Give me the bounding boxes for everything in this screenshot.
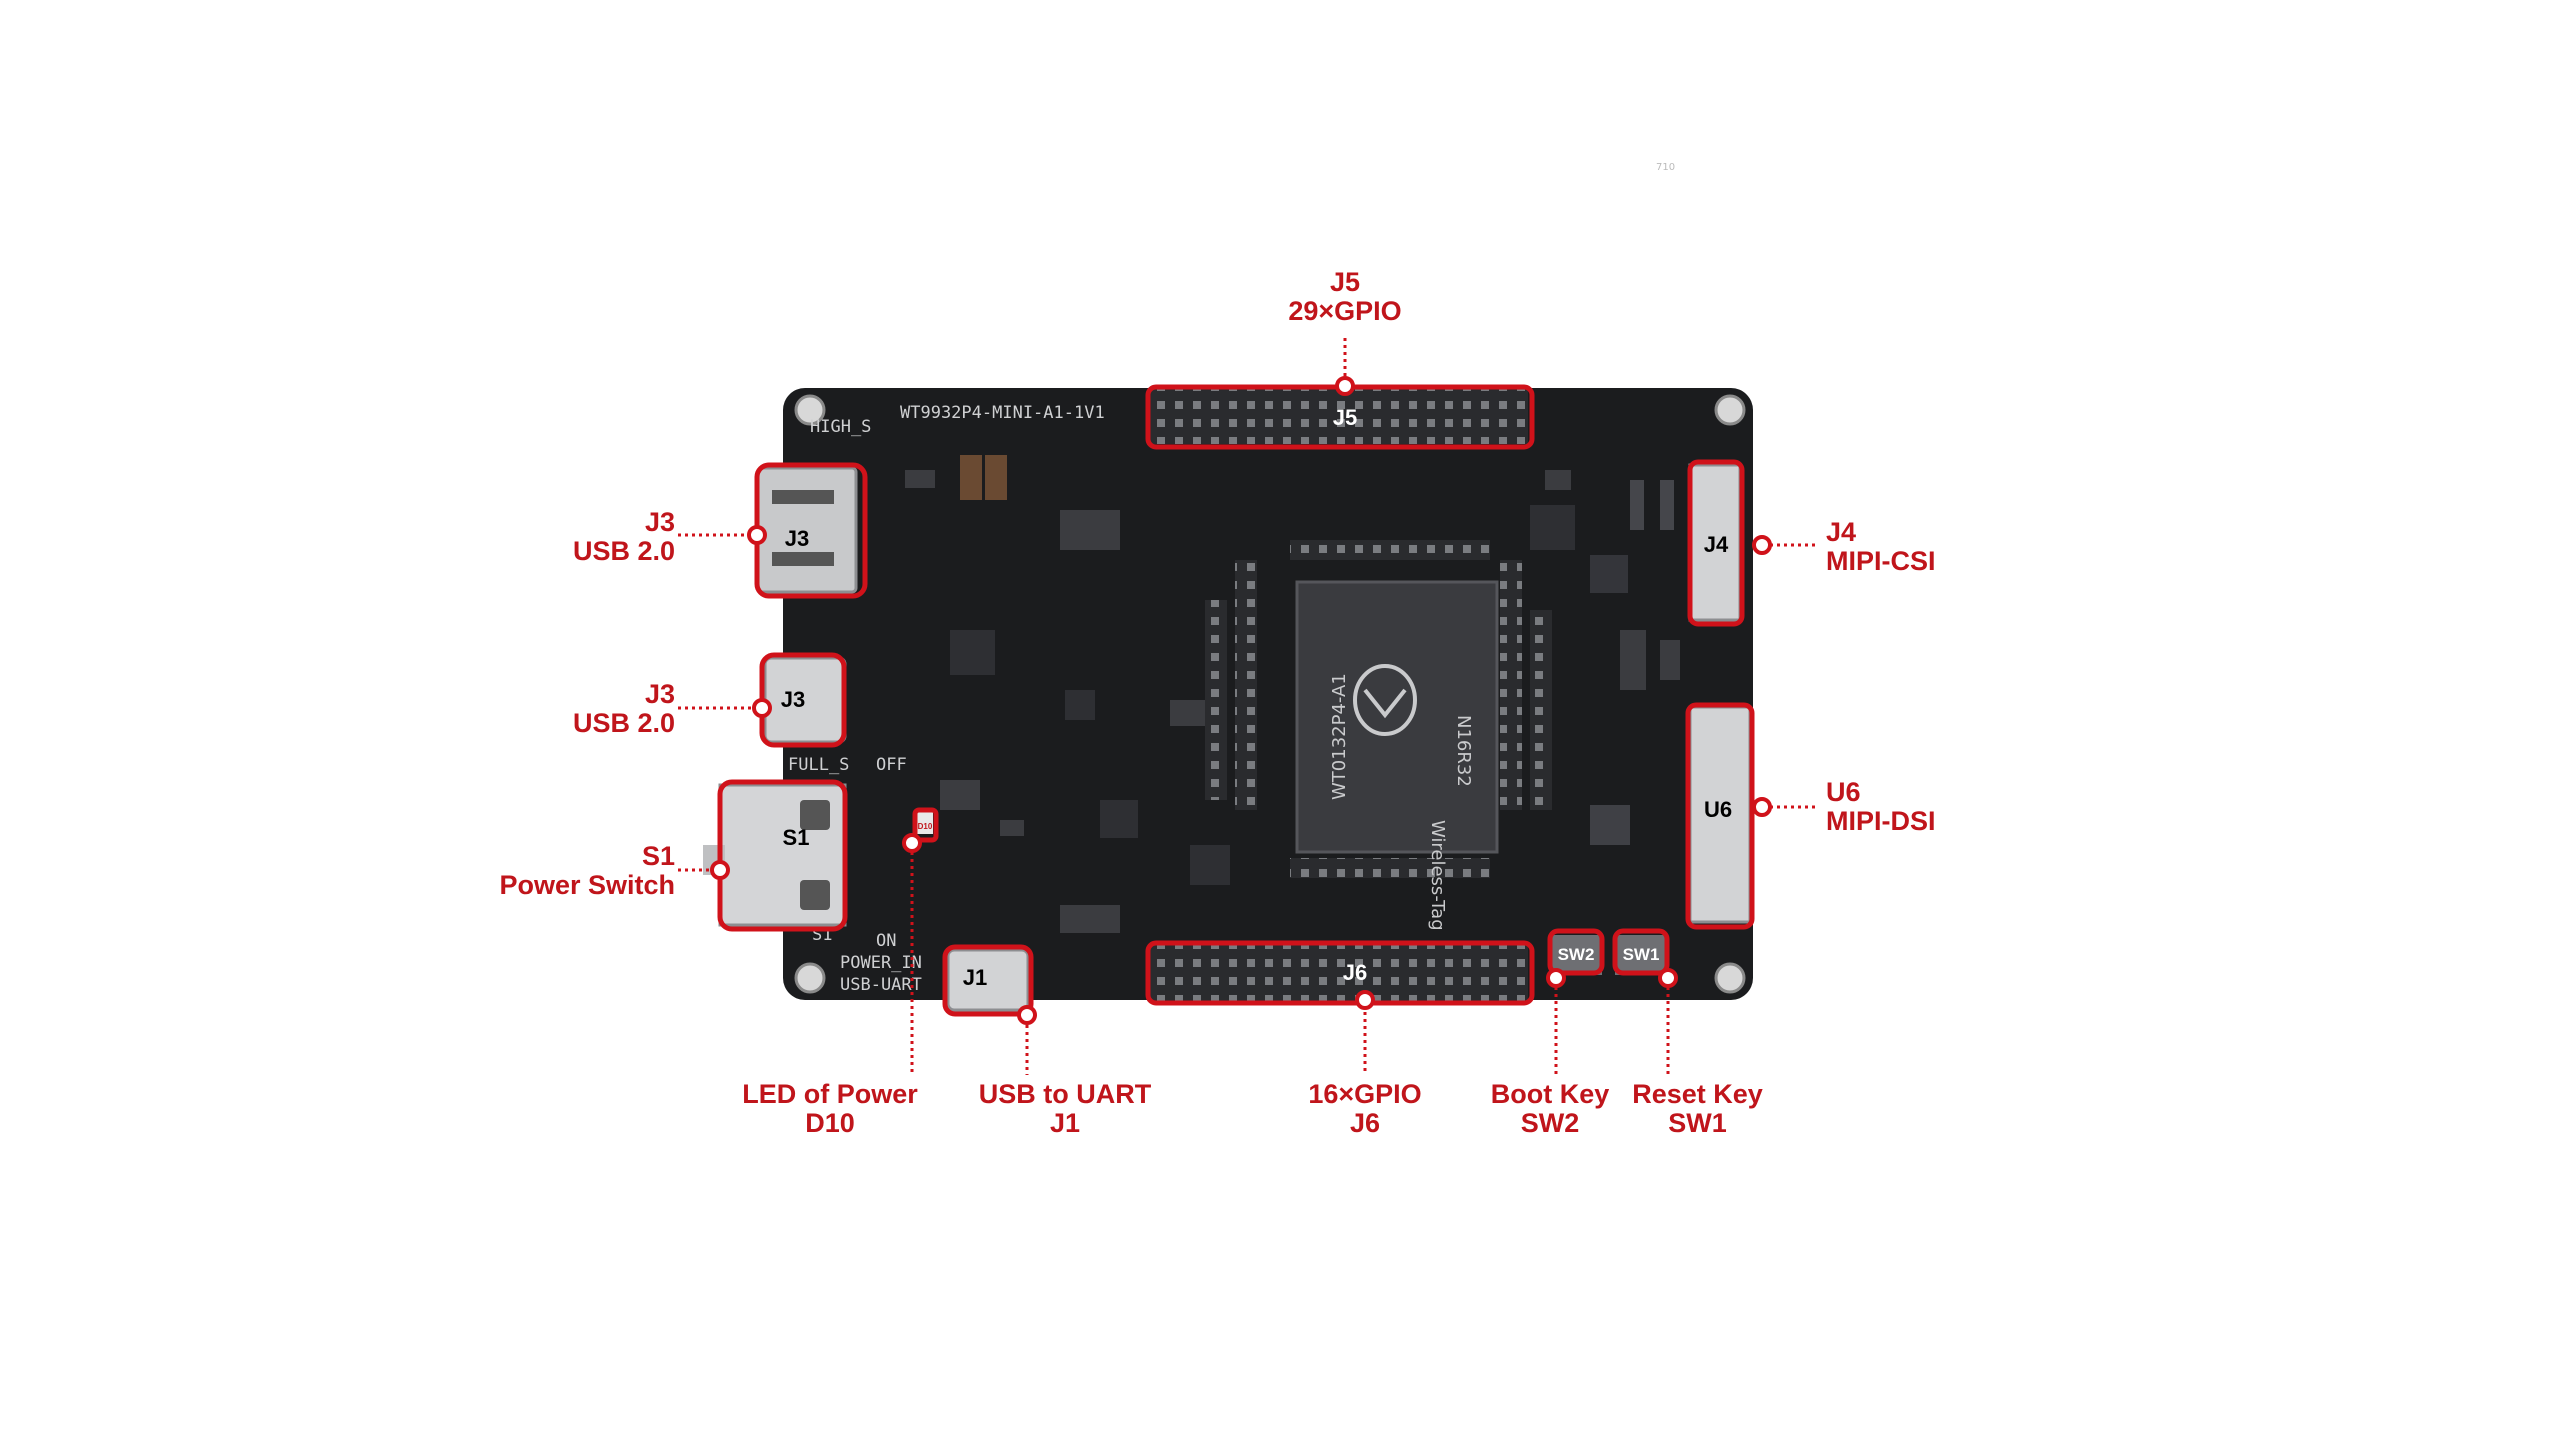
callout-dots bbox=[710, 376, 1772, 1025]
callout-sw1-desc: Reset Key bbox=[1632, 1079, 1763, 1109]
tiny-mark: 710 bbox=[1656, 162, 1675, 173]
callout-j4-id: J4 bbox=[1826, 517, 1857, 547]
callout-s1-desc: Power Switch bbox=[499, 870, 675, 900]
box-label-j6: J6 bbox=[1343, 960, 1367, 985]
callout-j5: J5 29×GPIO bbox=[1245, 268, 1445, 326]
silk-board-name: WT9932P4-MINI-A1-1V1 bbox=[900, 403, 1105, 423]
silk-full: FULL_S bbox=[788, 755, 849, 775]
j6-header-pins bbox=[1148, 945, 1528, 1001]
silk-high: HIGH_S bbox=[810, 417, 871, 437]
silk-usb-uart: USB-UART bbox=[840, 975, 922, 995]
callout-j3-bottom-id: J3 bbox=[644, 679, 675, 709]
callout-d10-id: D10 bbox=[805, 1108, 855, 1138]
callout-d10-desc: LED of Power bbox=[742, 1079, 918, 1109]
box-label-j4: J4 bbox=[1704, 532, 1729, 557]
callout-j3-top-desc: USB 2.0 bbox=[572, 536, 675, 566]
mounting-holes bbox=[794, 394, 1746, 994]
callout-j3-bottom-desc: USB 2.0 bbox=[572, 708, 675, 738]
chip-brand: Wireless-Tag bbox=[1427, 820, 1448, 931]
callout-j5-desc: 29×GPIO bbox=[1288, 296, 1402, 326]
callout-j1-desc: USB to UART bbox=[978, 1079, 1152, 1109]
silk-on: ON bbox=[876, 931, 896, 951]
smd-components bbox=[905, 455, 1680, 933]
callout-j6: 16×GPIO J6 bbox=[1260, 1080, 1470, 1138]
callout-sw2-id: SW2 bbox=[1520, 1108, 1580, 1138]
callout-s1-id: S1 bbox=[641, 841, 675, 871]
silk-off: OFF bbox=[876, 755, 907, 775]
chip-model: WT0132P4-A1 bbox=[1329, 673, 1350, 800]
box-label-s1: S1 bbox=[783, 825, 810, 850]
u6-body bbox=[1688, 705, 1752, 924]
callout-j1-id: J1 bbox=[1049, 1108, 1081, 1138]
d10-body bbox=[917, 812, 933, 834]
main-chip bbox=[1295, 580, 1499, 854]
callout-u6-desc: MIPI-DSI bbox=[1826, 806, 1936, 836]
box-label-d10: D10 bbox=[918, 822, 933, 831]
callout-d10: LED of Power D10 bbox=[710, 1080, 950, 1138]
callout-sw2: Boot Key SW2 bbox=[1470, 1080, 1630, 1138]
box-label-sw2: SW2 bbox=[1558, 945, 1595, 964]
callout-j3-top-id: J3 bbox=[644, 507, 675, 537]
chip-variant: N16R32 bbox=[1453, 715, 1474, 787]
box-label-j3-bottom: J3 bbox=[781, 687, 805, 712]
leader-lines bbox=[678, 338, 1818, 1075]
callout-j3-top: J3 USB 2.0 bbox=[470, 508, 675, 566]
callout-j4: J4 MIPI-CSI bbox=[1826, 518, 2026, 576]
chip-logo-icon bbox=[1353, 664, 1417, 736]
callout-j4-desc: MIPI-CSI bbox=[1826, 546, 1936, 576]
callout-j6-id: J6 bbox=[1349, 1108, 1381, 1138]
box-label-sw1: SW1 bbox=[1623, 945, 1660, 964]
box-label-u6: U6 bbox=[1704, 797, 1732, 822]
callout-sw1: Reset Key SW1 bbox=[1610, 1080, 1785, 1138]
sw1-body bbox=[1615, 935, 1667, 975]
callout-u6-id: U6 bbox=[1826, 777, 1861, 807]
callout-j3-bottom: J3 USB 2.0 bbox=[470, 680, 675, 738]
callout-sw1-id: SW1 bbox=[1668, 1108, 1727, 1138]
callout-j1: USB to UART J1 bbox=[940, 1080, 1190, 1138]
j4-body bbox=[1688, 463, 1742, 622]
silk-power-in: POWER_IN bbox=[840, 953, 922, 973]
callout-j6-desc: 16×GPIO bbox=[1308, 1079, 1422, 1109]
box-label-j3-top: J3 bbox=[785, 526, 809, 551]
box-label-j5: J5 bbox=[1333, 405, 1357, 430]
callout-u6: U6 MIPI-DSI bbox=[1826, 778, 2026, 836]
callout-sw2-desc: Boot Key bbox=[1490, 1079, 1610, 1109]
callout-j5-id: J5 bbox=[1329, 267, 1361, 297]
sw2-body bbox=[1550, 935, 1602, 975]
j5-header-pins bbox=[1148, 388, 1528, 444]
box-label-j1: J1 bbox=[963, 965, 987, 990]
j1-body bbox=[946, 948, 1030, 1012]
pcb bbox=[783, 388, 1753, 1000]
callout-s1: S1 Power Switch bbox=[400, 842, 675, 900]
